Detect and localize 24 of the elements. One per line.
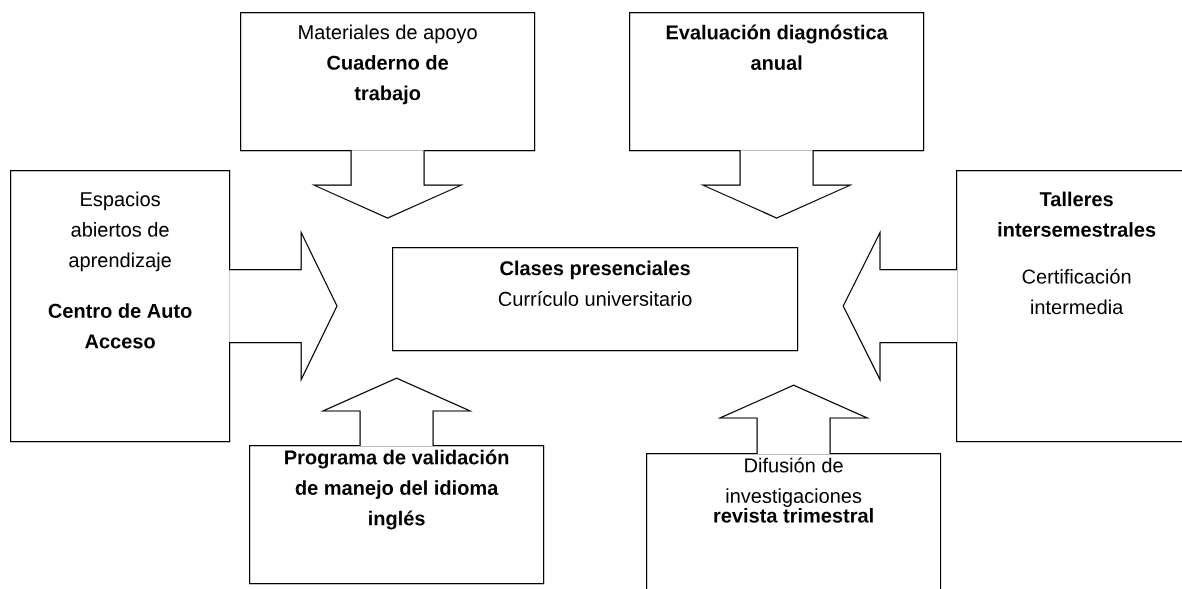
callout-text: revista trimestral — [714, 508, 873, 523]
callout-text: Espacios abiertos de aprendizaje — [69, 191, 171, 272]
block-arrow — [717, 384, 870, 455]
callout-box — [956, 170, 1182, 443]
block-arrow — [320, 377, 473, 447]
callout-box — [249, 445, 545, 585]
callout-text: Evaluación diagnóstica anual — [666, 24, 888, 70]
callout-text: Clases presenciales — [500, 260, 690, 280]
block-arrow — [700, 149, 853, 219]
block-arrow — [228, 230, 338, 383]
callout-text: Talleres intersemestrales — [998, 191, 1156, 237]
callout-text: Centro de Auto Acceso — [48, 303, 192, 349]
callout-box — [629, 12, 925, 152]
callout-box — [10, 170, 231, 443]
block-arrow — [842, 230, 958, 383]
center-box — [392, 247, 799, 352]
callout-text: Materiales de apoyo — [299, 24, 477, 44]
block-arrow — [311, 149, 464, 219]
callout-text: Difusión de investigaciones — [726, 457, 862, 507]
callout-text: Cuaderno de trabajo — [327, 55, 449, 105]
callout-text: Currículo universitario — [498, 291, 692, 306]
callout-box — [240, 12, 536, 152]
callout-text: Certificación intermedia — [1022, 268, 1131, 315]
callout-text: Programa de validación de manejo del idioma inglés — [285, 449, 509, 530]
